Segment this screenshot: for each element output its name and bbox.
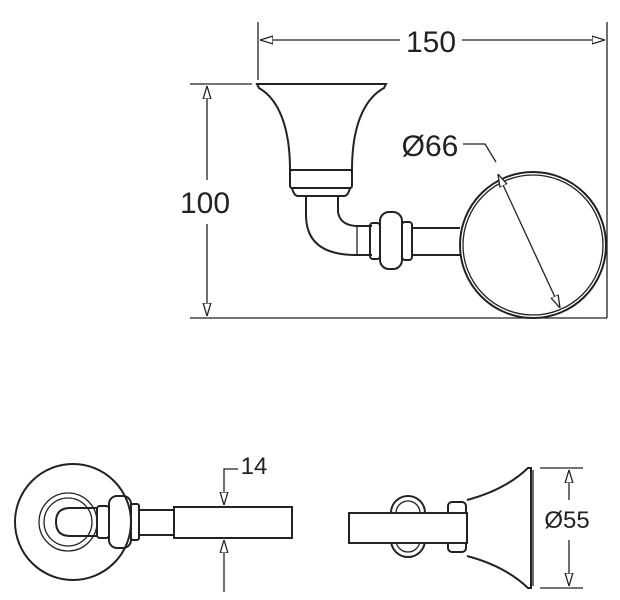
- wall-bell: [255, 83, 388, 197]
- ring-diameter-dimension: Ø66: [402, 130, 560, 308]
- height-label: 100: [180, 187, 230, 220]
- width-dimension: 150: [257, 22, 608, 318]
- height-dimension: 100: [180, 83, 607, 319]
- elbow-arm: [305, 196, 460, 270]
- side-view: Ø55: [348, 467, 590, 589]
- front-view: 150 100: [180, 22, 608, 319]
- ring-diameter-label: Ø66: [402, 130, 459, 163]
- base-diameter-label: Ø55: [544, 507, 589, 534]
- rod-dimension: 14: [224, 453, 267, 592]
- ring: [459, 171, 607, 319]
- width-label: 150: [406, 26, 456, 59]
- top-view: 14: [14, 453, 293, 592]
- rod-label: 14: [241, 453, 268, 480]
- base-diameter-dimension: Ø55: [540, 467, 590, 589]
